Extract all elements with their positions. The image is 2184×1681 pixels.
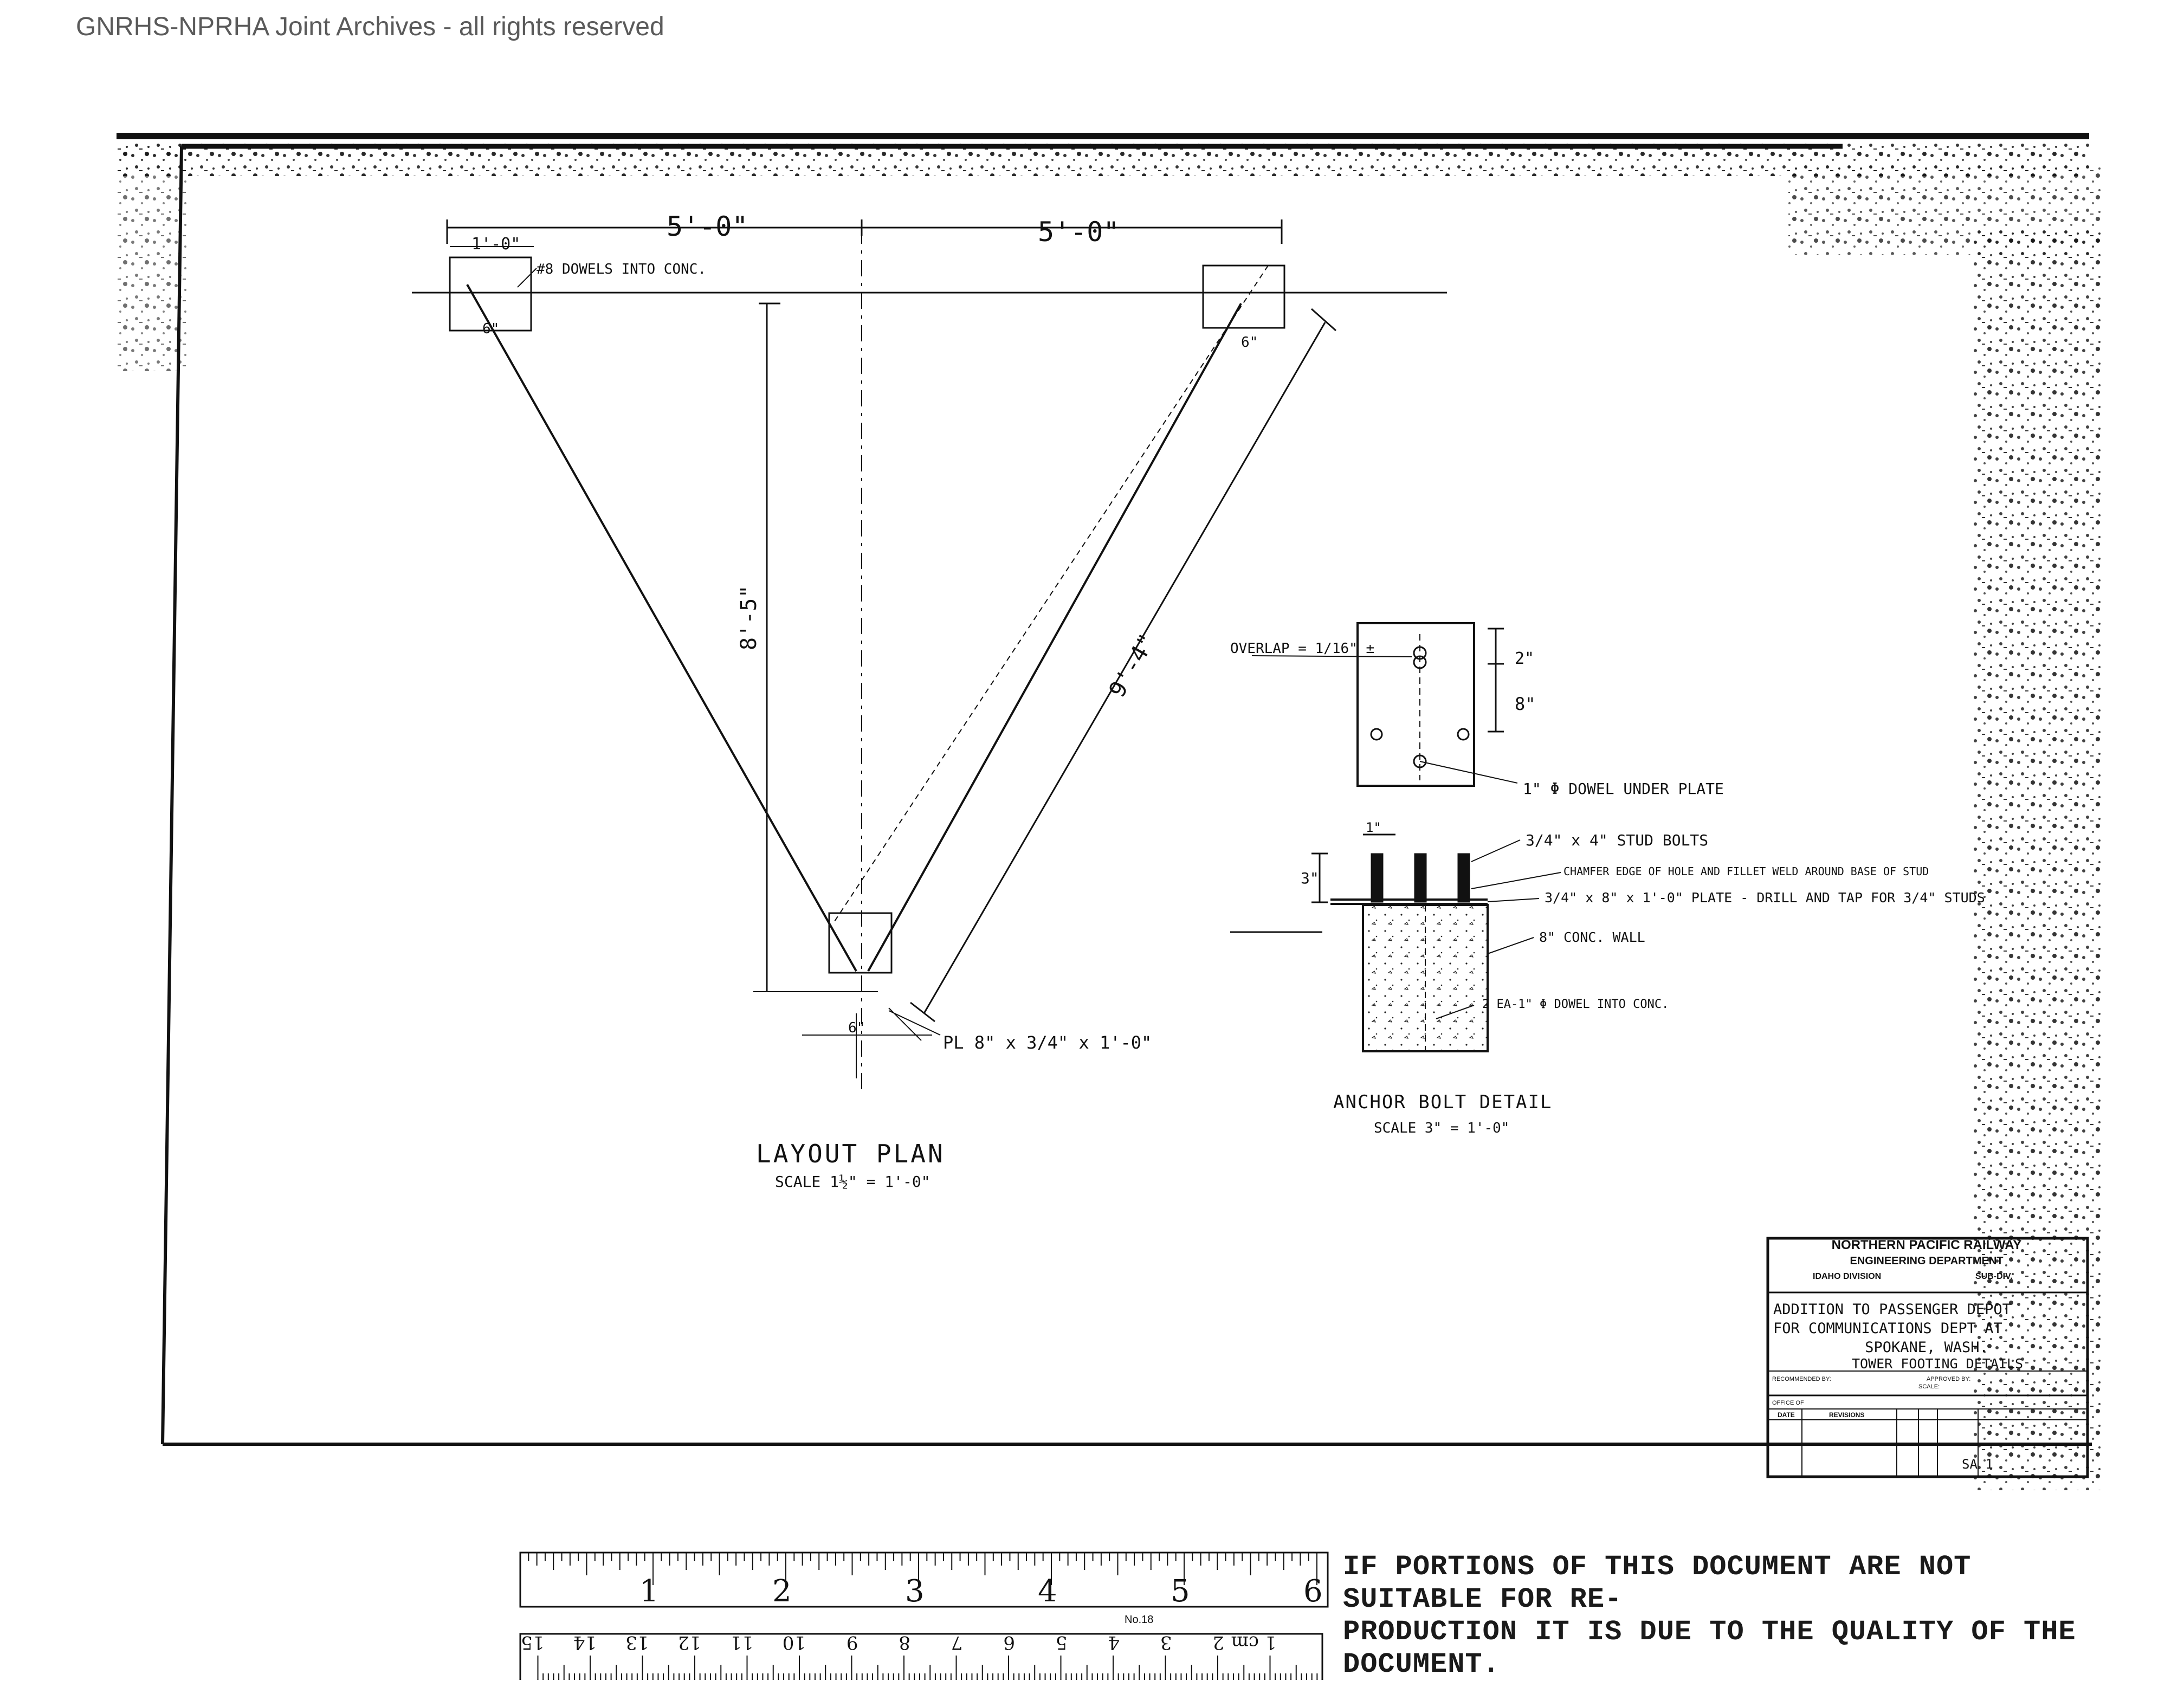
department: ENGINEERING DEPARTMENT <box>1850 1255 2004 1267</box>
division: IDAHO DIVISION <box>1813 1272 1881 1281</box>
office-of: OFFICE OF <box>1772 1400 1804 1406</box>
ruler-cm-label: 9 <box>847 1632 858 1653</box>
notice-line-1: IF PORTIONS OF THIS DOCUMENT ARE NOT SUI… <box>1343 1551 1972 1615</box>
ruler-inch-label: 2 <box>772 1574 792 1609</box>
archive-watermark: GNRHS-NPRHA Joint Archives - all rights … <box>76 12 664 41</box>
dowel-into-conc-note: 2 EA-1" Φ DOWEL INTO CONC. <box>1482 998 1669 1011</box>
subdiv: SUB-DIV. <box>1975 1272 2013 1281</box>
scale-field: SCALE: <box>1918 1383 1940 1390</box>
anchor-bolt-labels: OVERLAP = 1/16" ± 2" 8" 1" Φ DOWEL UNDER… <box>1230 641 1985 1136</box>
ruler-cm-label: 4 <box>1108 1632 1120 1653</box>
dim-mid: 8" <box>1515 694 1536 714</box>
layout-plan-title: LAYOUT PLAN <box>756 1139 945 1168</box>
quality-notice: IF PORTIONS OF THIS DOCUMENT ARE NOT SUI… <box>1343 1551 2123 1681</box>
dim-left-span: 5'-0" <box>667 211 748 242</box>
layout-plan-scale: SCALE 1½" = 1'-0" <box>775 1173 931 1191</box>
revisions-header: REVISIONS <box>1829 1411 1864 1419</box>
title-line-4: TOWER FOOTING DETAILS <box>1852 1356 2023 1372</box>
title-line-1: ADDITION TO PASSENGER DEPOT <box>1773 1301 2011 1318</box>
ruler-cm-label: 13 <box>625 1632 649 1653</box>
dowel-under-plate-note: 1" Φ DOWEL UNDER PLATE <box>1523 780 1724 798</box>
overlap-note: OVERLAP = 1/16" ± <box>1230 641 1374 657</box>
plate-drill-note: 3/4" x 8" x 1'-0" PLATE - DRILL AND TAP … <box>1545 890 1985 906</box>
ruler-cm-label: 2 <box>1212 1632 1224 1653</box>
title-block <box>1766 1237 2089 1478</box>
title-line-3: SPOKANE, WASH. <box>1865 1339 1988 1356</box>
ruler-cm-label: 6 <box>1003 1632 1015 1653</box>
dim-height: 8'-5" <box>736 585 761 650</box>
sheet-number: SA 1 <box>1962 1457 1993 1472</box>
ruler-inch-label: 5 <box>1171 1574 1190 1609</box>
ruler-inch-label: 3 <box>905 1574 925 1609</box>
anchor-bolt-detail <box>1230 622 1561 1052</box>
ruler-cm-label: 15 <box>521 1632 544 1653</box>
approved-by: APPROVED BY: <box>1927 1376 1970 1382</box>
ruler-cm-label: 7 <box>951 1632 963 1653</box>
ruler-inch-label: 6 <box>1303 1574 1323 1609</box>
dowels-note: #8 DOWELS INTO CONC. <box>537 261 706 277</box>
ruler-cm-label: 1 cm <box>1231 1632 1277 1653</box>
ruler-cm-label: 10 <box>783 1632 806 1653</box>
dim-top: 2" <box>1515 649 1534 668</box>
scan-noise-border <box>117 133 2103 1490</box>
ruler-cm-label: 5 <box>1056 1632 1068 1653</box>
title-block-text: NORTHERN PACIFIC RAILWAY ENGINEERING DEP… <box>1772 1238 2023 1472</box>
dim-bottom-block: 6" <box>848 1020 865 1036</box>
dim-bolt-space: 1" <box>1366 820 1381 835</box>
ruler-cm-label: 3 <box>1160 1632 1172 1653</box>
dim-plate-width: 1'-0" <box>471 235 520 254</box>
ruler-cm-label: 11 <box>730 1632 753 1653</box>
dim-block-right: 6" <box>1241 334 1258 351</box>
layout-plan-labels: 5'-0" 5'-0" 1'-0" #8 DOWELS INTO CONC. 6… <box>471 211 1258 1191</box>
conc-wall-note: 8" CONC. WALL <box>1539 929 1645 945</box>
ruler-model: No.18 <box>1125 1614 1153 1626</box>
anchor-bolt-scale: SCALE 3" = 1'-0" <box>1374 1120 1509 1136</box>
railway-name: NORTHERN PACIFIC RAILWAY <box>1832 1238 2022 1252</box>
dim-diagonal: 9'-4" <box>1103 629 1161 702</box>
dim-block-left: 6" <box>482 321 499 337</box>
notice-line-2: PRODUCTION IT IS DUE TO THE QUALITY OF T… <box>1343 1616 2076 1680</box>
ruler-cm-label: 8 <box>899 1632 910 1653</box>
ruler-inch-label: 1 <box>639 1574 659 1609</box>
stud-bolts-note: 3/4" x 4" STUD BOLTS <box>1526 831 1708 849</box>
dim-right-span: 5'-0" <box>1038 216 1120 248</box>
layout-plan <box>412 219 1447 1095</box>
ruler-cm-label: 12 <box>678 1632 701 1653</box>
chamfer-note: CHAMFER EDGE OF HOLE AND FILLET WELD ARO… <box>1563 865 1929 878</box>
date-header: DATE <box>1778 1411 1795 1419</box>
title-line-2: FOR COMMUNICATIONS DEPT AT <box>1773 1320 2002 1337</box>
sheet-frame <box>161 144 2092 1446</box>
dim-stud: 3" <box>1301 869 1319 887</box>
plate-note: PL 8" x 3/4" x 1'-0" <box>943 1032 1152 1053</box>
ruler-cm-label: 14 <box>573 1632 597 1653</box>
anchor-bolt-title: ANCHOR BOLT DETAIL <box>1333 1091 1552 1113</box>
recommended-by: RECOMMENDED BY: <box>1772 1376 1831 1382</box>
ruler-inch-label: 4 <box>1038 1574 1057 1609</box>
